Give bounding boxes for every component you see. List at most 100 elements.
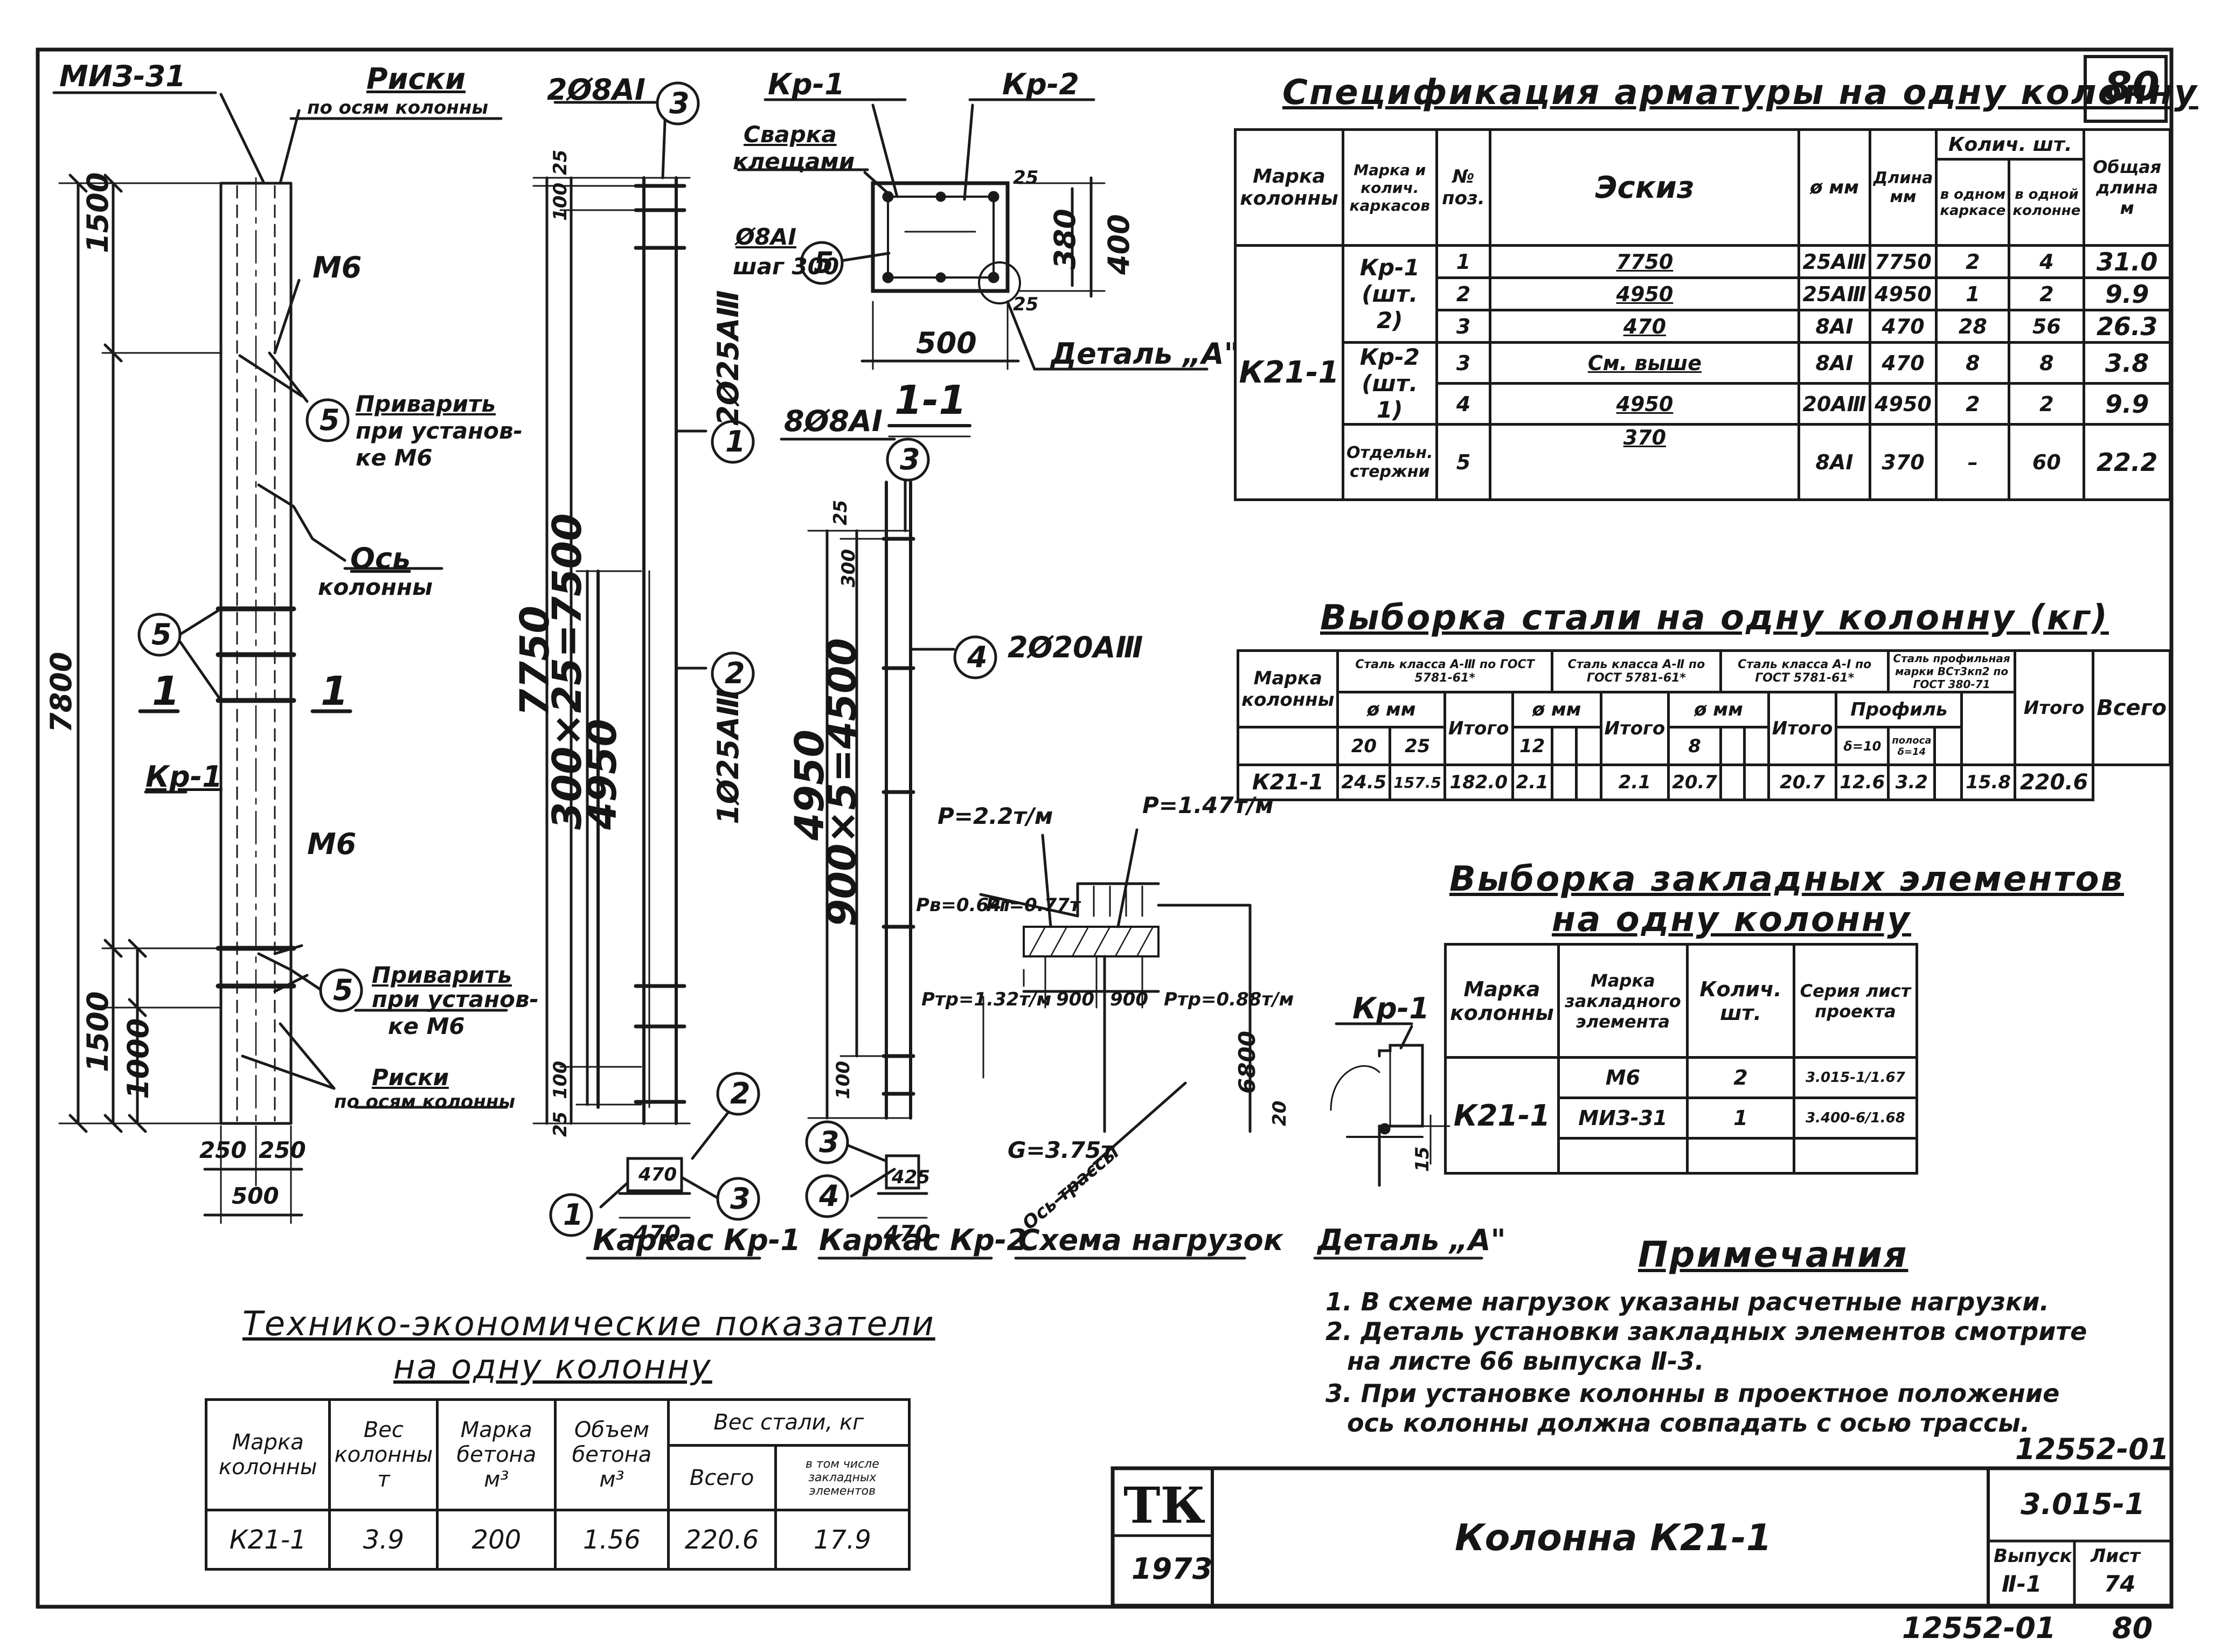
steel-h-empty bbox=[1933, 726, 1963, 766]
callout-3-top: 3 bbox=[669, 86, 690, 120]
section-mark-right: 1 bbox=[321, 668, 349, 714]
label-kr1: Кр-1 bbox=[145, 760, 223, 794]
spec-frame-kr2: Кр-2 (шт. 1) bbox=[1341, 341, 1438, 426]
tech-h-cv: Объем бетона м³ bbox=[554, 1398, 670, 1511]
spec-h-total: Общая длина м bbox=[2083, 128, 2171, 247]
spec-q1: 2 bbox=[1935, 244, 2011, 279]
tech-h-emb: в том числе закладных элементов bbox=[774, 1444, 911, 1511]
spec-row-2: 2 4950 25АⅢ 4950 1 2 9.9 bbox=[1236, 276, 2171, 311]
spec-row-3: 3 470 8АⅠ 470 28 56 26.3 bbox=[1236, 309, 2171, 344]
dim-100-kr2: 100 bbox=[832, 1061, 854, 1099]
label-riski-bottom: Риски bbox=[372, 1064, 449, 1091]
callout-4-kr2: 4 bbox=[967, 640, 988, 674]
label-privarit-top: Приварить bbox=[356, 391, 496, 417]
steel-h-mark-empty bbox=[1236, 726, 1339, 766]
emb-h-qty: Колич. шт. bbox=[1686, 943, 1795, 1059]
stamp-series: 3.015-1 bbox=[2021, 1487, 2145, 1521]
stamp-vyp-label: Выпуск bbox=[1994, 1545, 2072, 1567]
stamp-year: 1973 bbox=[1132, 1552, 1213, 1586]
steel-h-s10: δ=10 bbox=[1835, 726, 1890, 766]
spec-q1: 8 bbox=[1935, 341, 2011, 385]
label-po-osyam: по осям колонны bbox=[307, 97, 489, 119]
label-ptp1: Pтр=1.32т/м bbox=[921, 989, 1052, 1010]
steel-empty bbox=[1550, 763, 1578, 801]
embedded-table: Марка колонны Марка закладного элемента … bbox=[1444, 943, 1919, 1175]
spec-row-5: 4 4950 20АⅢ 4950 2 2 9.9 bbox=[1236, 382, 2171, 426]
stamp-vyp: Ⅱ-1 bbox=[2002, 1571, 2042, 1597]
spec-row-4: Кр-2 (шт. 1) 3 См. выше 8АⅠ 470 8 8 3.8 bbox=[1236, 341, 2171, 426]
spec-row-1: К21-1 Кр-1 (шт. 2) 1 7750 25АⅢ 7750 2 4 … bbox=[1234, 244, 2171, 501]
label-miz: МИЗ-31 bbox=[59, 59, 186, 93]
steel-h-empty bbox=[1575, 726, 1602, 766]
label-frame1: Каркас Кр-1 bbox=[593, 1223, 801, 1257]
label-os: Ось bbox=[350, 542, 411, 575]
emb-h-series: Серия лист проекта bbox=[1792, 943, 1919, 1059]
label-m6-bottom: М6 bbox=[307, 827, 357, 861]
steel-h-prof: Сталь профильная марки ВСт3кп2 по ГОСТ 3… bbox=[1887, 649, 2016, 693]
spec-sketch-text: 4950 bbox=[1616, 392, 1674, 416]
embedded-title-2: на одну колонну bbox=[1552, 900, 1911, 940]
dim-400: 400 bbox=[1102, 214, 1136, 275]
stamp-code-bottom: 12552-01 bbox=[1902, 1611, 2056, 1645]
spec-frame-kr1: Кр-1 (шт. 2) bbox=[1341, 244, 1438, 344]
steel-it1: 182.0 bbox=[1443, 763, 1514, 801]
cage-kr2 bbox=[780, 438, 955, 1219]
notes-title: Примечания bbox=[1638, 1234, 1908, 1275]
stamp-page-bottom: 80 bbox=[2112, 1611, 2153, 1645]
label-detal-a-sec: Деталь „А" bbox=[1051, 337, 1239, 371]
label-l900b: 900 bbox=[1110, 989, 1148, 1010]
spec-pos: 2 bbox=[1435, 276, 1492, 311]
spec-len: 4950 bbox=[1868, 382, 1938, 426]
steel-h-phi-a2: ø мм bbox=[1511, 691, 1602, 728]
tech-mark: К21-1 bbox=[204, 1509, 331, 1571]
tech-row: К21-1 3.9 200 1.56 220.6 17.9 bbox=[204, 1509, 911, 1571]
dim-300-kr2: 300 bbox=[838, 549, 859, 587]
spec-dia: 20АⅢ bbox=[1797, 382, 1871, 426]
label-pri-ustanov-bottom: при установ- bbox=[372, 986, 539, 1012]
spec-q2: 8 bbox=[2008, 341, 2086, 385]
callout-4-kr2b: 4 bbox=[819, 1179, 839, 1213]
label-kr1-detail: Кр-1 bbox=[1352, 991, 1429, 1025]
callout-2-bot: 2 bbox=[730, 1077, 751, 1110]
steel-table: Марка колонны Сталь класса А-Ⅲ по ГОСТ 5… bbox=[1236, 649, 2171, 801]
spec-q1: 1 bbox=[1935, 276, 2011, 311]
sheet-number-box bbox=[2084, 55, 2168, 123]
spec-len: 7750 bbox=[1868, 244, 1938, 279]
emb-h-mark: Марка колонны bbox=[1444, 943, 1560, 1059]
label-ph: Pг=0.77т bbox=[986, 894, 1080, 916]
spec-title: Спецификация арматуры на одну колонну bbox=[1282, 73, 2198, 113]
label-8d8: 8Ø8АⅠ bbox=[784, 404, 883, 438]
dim-470-kr1-bottom: 470 bbox=[633, 1220, 681, 1247]
label-kleshchami: клещами bbox=[733, 148, 855, 175]
tech-cv: 1.56 bbox=[554, 1509, 670, 1571]
spec-total: 9.9 bbox=[2083, 382, 2171, 426]
dim-425: 425 bbox=[892, 1167, 930, 1188]
spec-pos: 3 bbox=[1435, 341, 1492, 385]
steel-empty bbox=[1933, 763, 1963, 801]
spec-sketch: 4950 bbox=[1489, 382, 1801, 426]
label-privarit-bottom: Приварить bbox=[372, 962, 512, 988]
dim-250-left: 250 bbox=[199, 1137, 247, 1163]
steel-empty bbox=[1719, 763, 1746, 801]
spec-dia: 25АⅢ bbox=[1797, 244, 1871, 279]
note-3a: 3. При установке колонны в проектное пол… bbox=[1325, 1379, 2060, 1408]
spec-dia: 25АⅢ bbox=[1797, 276, 1871, 311]
steel-h-phi-a1: ø мм bbox=[1667, 691, 1770, 728]
spec-dia: 8АⅠ bbox=[1797, 309, 1871, 344]
spec-h-qty-col: в одной колонне bbox=[2008, 158, 2086, 247]
callout-5-b: 5 bbox=[151, 617, 172, 651]
steel-h-empty bbox=[1743, 726, 1770, 766]
steel-mark: К21-1 bbox=[1236, 763, 1339, 801]
callout-3-bot: 3 bbox=[730, 1182, 751, 1216]
steel-h-empty bbox=[1550, 726, 1578, 766]
spec-h-len: Длина мм bbox=[1868, 128, 1938, 247]
note-1: 1. В схеме нагрузок указаны расчетные на… bbox=[1325, 1287, 2049, 1316]
label-m6-top: М6 bbox=[313, 251, 362, 284]
dim-25-bottom: 25 bbox=[550, 1111, 571, 1137]
label-p1: P=2.2т/м bbox=[938, 803, 1053, 829]
label-section-1-1: 1-1 bbox=[894, 377, 967, 424]
dim-25-top: 25 bbox=[550, 149, 571, 175]
tech-w: 3.9 bbox=[328, 1509, 439, 1571]
